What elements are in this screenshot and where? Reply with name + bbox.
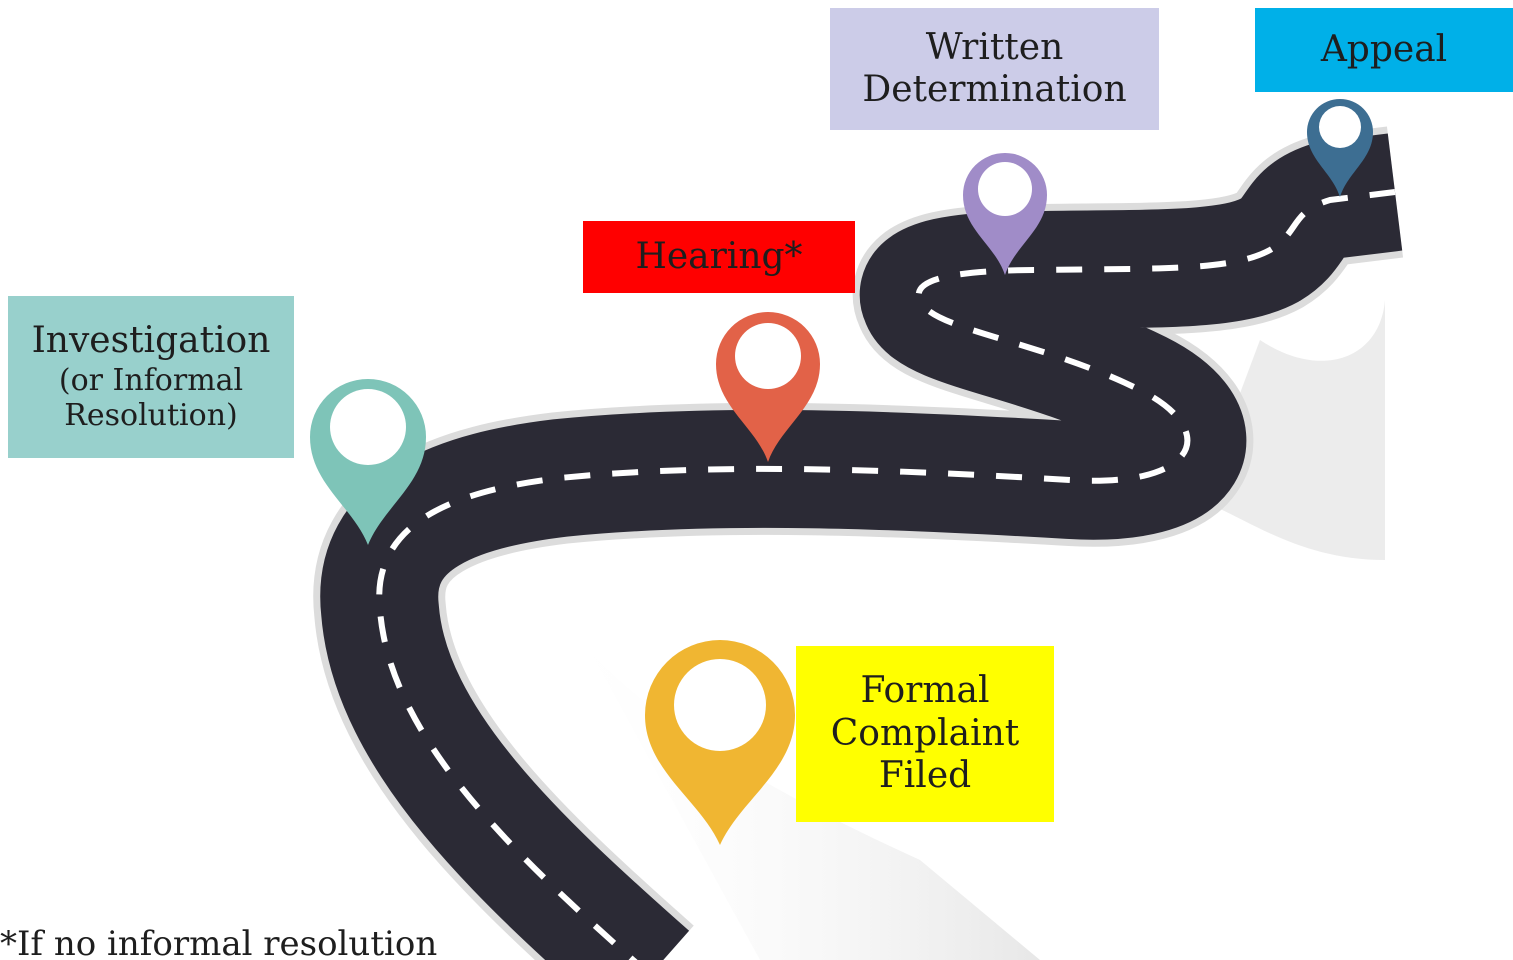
footnote: *If no informal resolution (0, 924, 438, 960)
hearing-label: Hearing* (583, 221, 855, 293)
formal-line-1: Formal (860, 670, 990, 712)
hearing-pin-icon (716, 312, 820, 462)
hearing-text: Hearing* (635, 235, 803, 277)
investigation-pin-icon (310, 379, 426, 545)
written-line-1: Written (925, 26, 1064, 68)
written-line-2: Determination (862, 69, 1127, 110)
road-shadow (540, 560, 1040, 960)
road-asphalt (320, 133, 1403, 960)
written-determination-label: Written Determination (830, 8, 1159, 130)
investigation-title: Investigation (31, 320, 271, 362)
written-determination-pin-icon (963, 153, 1047, 275)
formal-line-3: Filed (878, 755, 972, 797)
formal-complaint-filed-label: Formal Complaint Filed (796, 646, 1054, 822)
road-shadow-right (1200, 300, 1385, 560)
formal-complaint-pin-icon (645, 640, 795, 845)
appeal-text: Appeal (1320, 28, 1448, 70)
investigation-label: Investigation (or Informal Resolution) (8, 296, 294, 458)
investigation-sub-line-1: (or Informal (58, 362, 244, 398)
investigation-sub-line-2: Resolution) (64, 398, 238, 434)
appeal-label: Appeal (1255, 8, 1513, 92)
appeal-pin-icon (1307, 99, 1373, 197)
formal-line-2: Complaint (830, 712, 1020, 754)
